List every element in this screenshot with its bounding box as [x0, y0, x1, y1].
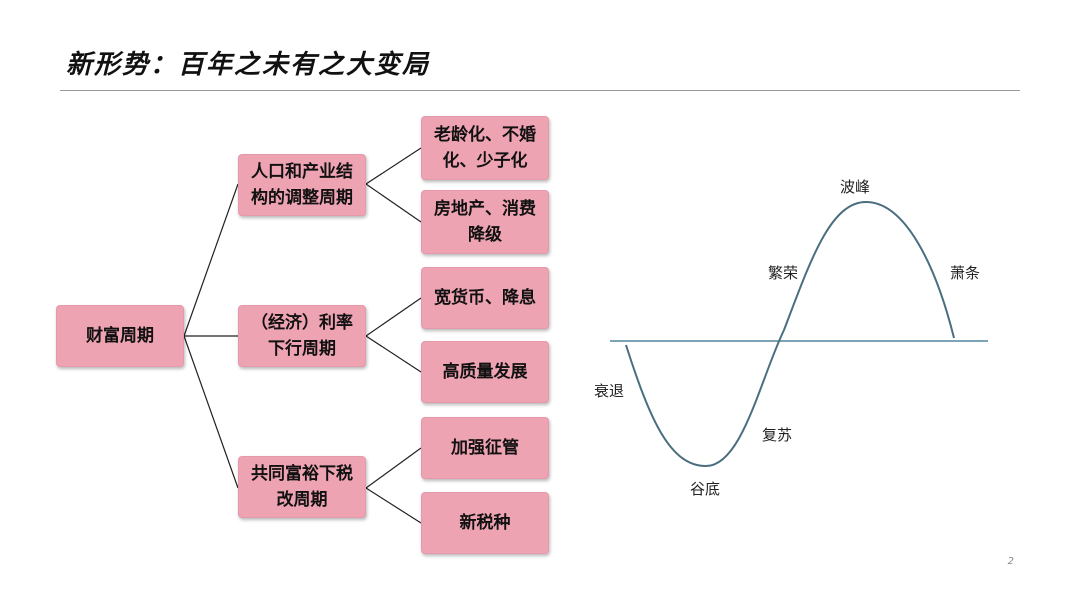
branch-node-tax-reform: 共同富裕下税改周期: [238, 456, 366, 518]
label-recession: 衰退: [594, 382, 625, 400]
leaf-node-new-taxes: 新税种: [421, 492, 549, 554]
page-number: 2: [1007, 556, 1014, 567]
leaf-node-aging: 老龄化、不婚化、少子化: [421, 116, 549, 180]
branch-node-population: 人口和产业结构的调整周期: [238, 154, 366, 216]
label-prosperity: 繁荣: [768, 264, 799, 282]
title-divider: [60, 90, 1020, 91]
wave-curve: [625, 200, 955, 468]
leaf-node-loose-money: 宽货币、降息: [421, 267, 549, 329]
leaf-node-real-estate: 房地产、消费降级: [421, 190, 549, 254]
branch-node-interest-rate: （经济）利率下行周期: [238, 305, 366, 367]
label-depression: 萧条: [950, 264, 981, 282]
leaf-node-enforcement: 加强征管: [421, 417, 549, 479]
root-node: 财富周期: [56, 305, 184, 367]
label-trough: 谷底: [690, 480, 721, 498]
leaf-node-quality-growth: 高质量发展: [421, 341, 549, 403]
page-title: 新形势：百年之未有之大变局: [66, 50, 431, 80]
label-recovery: 复苏: [762, 426, 793, 444]
label-peak: 波峰: [840, 178, 871, 196]
